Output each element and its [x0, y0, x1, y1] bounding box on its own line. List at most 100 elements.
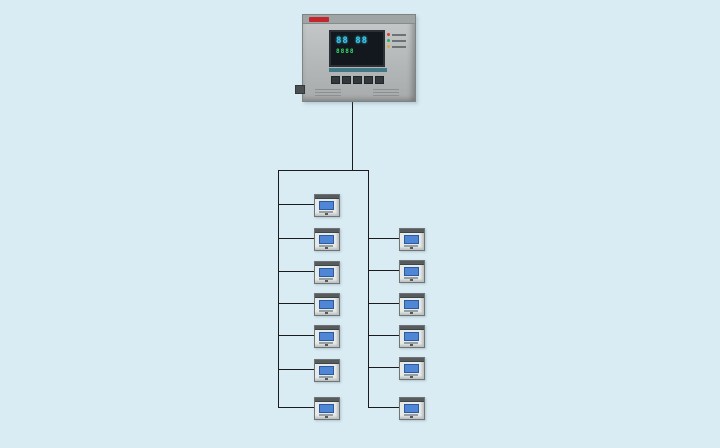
- detector-gland: [325, 312, 328, 314]
- detector-display: [319, 235, 334, 244]
- detector-node: [399, 260, 425, 283]
- vent-slit: [315, 92, 341, 93]
- detector-gland: [410, 279, 413, 281]
- detector-label-bar: [319, 376, 333, 378]
- branch-line: [278, 238, 314, 239]
- detector-display: [319, 404, 334, 413]
- vent-slit: [315, 95, 341, 96]
- alarm-led-icon: [387, 33, 390, 36]
- detector-terminal-strip: [315, 294, 339, 298]
- branch-line: [368, 270, 399, 271]
- detector-node: [314, 325, 340, 348]
- detector-terminal-strip: [315, 398, 339, 402]
- side-buzzer: [295, 85, 305, 94]
- detector-display: [404, 267, 419, 276]
- detector-terminal-strip: [315, 360, 339, 364]
- panel-button: [331, 76, 340, 84]
- detector-gland: [410, 376, 413, 378]
- led-label-bar: [392, 33, 406, 36]
- detector-label-bar: [404, 277, 418, 279]
- status-indicator-panel: [387, 33, 406, 51]
- brand-logo: [309, 17, 329, 22]
- power-led-icon: [387, 39, 390, 42]
- model-label-bar: [329, 68, 387, 72]
- panel-button: [353, 76, 362, 84]
- detector-label-bar: [404, 374, 418, 376]
- detector-gland: [325, 280, 328, 282]
- branch-line: [368, 335, 399, 336]
- alarm-controller: 88 88 8888: [295, 14, 416, 102]
- detector-gland: [325, 416, 328, 418]
- detector-label-bar: [404, 310, 418, 312]
- detector-gland: [325, 213, 328, 215]
- detector-node: [399, 325, 425, 348]
- detector-terminal-strip: [400, 229, 424, 233]
- detector-display: [319, 332, 334, 341]
- detector-display: [404, 332, 419, 341]
- branch-line: [278, 204, 314, 205]
- detector-gland: [325, 378, 328, 380]
- detector-display: [404, 235, 419, 244]
- detector-node: [399, 293, 425, 316]
- led-label-bar: [392, 39, 406, 42]
- detector-terminal-strip: [400, 326, 424, 330]
- detector-display: [404, 300, 419, 309]
- panel-button: [342, 76, 351, 84]
- detector-gland: [410, 312, 413, 314]
- detector-terminal-strip: [400, 358, 424, 362]
- detector-terminal-strip: [315, 195, 339, 199]
- detector-display: [319, 201, 334, 210]
- branch-line: [368, 303, 399, 304]
- detector-node: [399, 228, 425, 251]
- vent-slit: [315, 89, 341, 90]
- detector-terminal-strip: [315, 326, 339, 330]
- detector-display: [404, 404, 419, 413]
- detector-node: [314, 228, 340, 251]
- detector-gland: [410, 247, 413, 249]
- detector-label-bar: [319, 211, 333, 213]
- display-sub-reading: 8888: [336, 48, 355, 55]
- detector-label-bar: [319, 278, 333, 280]
- left-bus-line: [278, 170, 279, 408]
- detector-gland: [410, 416, 413, 418]
- panel-button: [375, 76, 384, 84]
- controller-display: 88 88 8888: [329, 30, 385, 67]
- detector-node: [399, 397, 425, 420]
- detector-label-bar: [404, 245, 418, 247]
- detector-gland: [325, 344, 328, 346]
- branch-line: [368, 238, 399, 239]
- vent-slit: [373, 89, 399, 90]
- detector-terminal-strip: [400, 261, 424, 265]
- branch-line: [278, 303, 314, 304]
- detector-gland: [325, 247, 328, 249]
- vent-slit: [373, 95, 399, 96]
- branch-line: [278, 407, 314, 408]
- detector-terminal-strip: [315, 229, 339, 233]
- branch-line: [278, 369, 314, 370]
- detector-display: [319, 300, 334, 309]
- detector-terminal-strip: [400, 294, 424, 298]
- detector-node: [314, 397, 340, 420]
- branch-line: [278, 335, 314, 336]
- detector-display: [319, 366, 334, 375]
- detector-node: [314, 261, 340, 284]
- vent-slit: [373, 92, 399, 93]
- detector-terminal-strip: [315, 262, 339, 266]
- tee-horizontal-line: [278, 170, 369, 171]
- detector-node: [399, 357, 425, 380]
- detector-label-bar: [319, 342, 333, 344]
- trunk-line: [352, 100, 353, 171]
- display-reading: 88 88: [336, 36, 369, 46]
- right-bus-line: [368, 170, 369, 408]
- fault-led-icon: [387, 45, 390, 48]
- branch-line: [278, 271, 314, 272]
- detector-node: [314, 359, 340, 382]
- controller-top-strip: [303, 15, 415, 24]
- detector-label-bar: [319, 245, 333, 247]
- detector-node: [314, 293, 340, 316]
- panel-button: [364, 76, 373, 84]
- detector-label-bar: [404, 414, 418, 416]
- detector-display: [404, 364, 419, 373]
- branch-line: [368, 367, 399, 368]
